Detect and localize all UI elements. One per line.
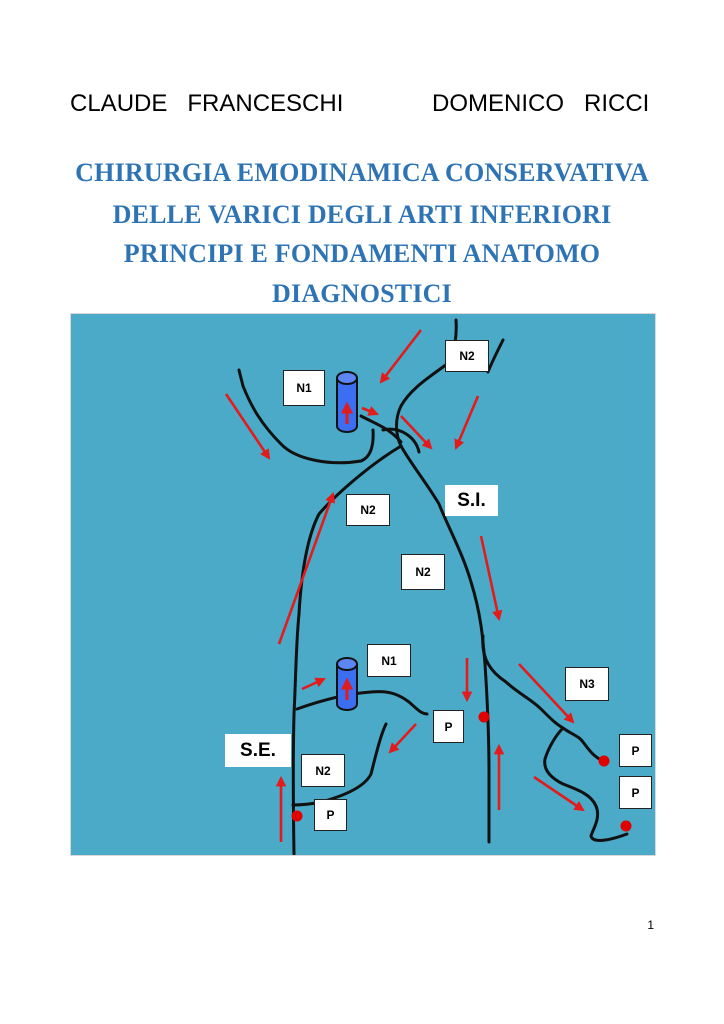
vessel-great-saphenous (399, 444, 491, 844)
vessel-upper-left-loop (237, 368, 375, 465)
flow-arrow (379, 329, 423, 384)
page-number: 1 (647, 918, 654, 932)
flow-arrow (479, 535, 503, 622)
perforator-point (620, 820, 632, 832)
flow-arrow (454, 395, 480, 450)
label-n2-mid: N2 (346, 494, 390, 526)
vessel-lower-right-branch (543, 726, 629, 842)
label-p-right-top: P (619, 734, 652, 767)
label-n2-top: N2 (445, 340, 489, 372)
flow-arrow (388, 723, 417, 754)
book-title-line-3: PRINCIPI E FONDAMENTI ANATOMO (123, 239, 601, 268)
book-title-line-4: DIAGNOSTICI (272, 279, 452, 308)
vessel-low-left-branch (291, 722, 388, 807)
vessel-n3-tributary (481, 634, 605, 763)
flow-arrow (533, 775, 585, 812)
label-n2-low: N2 (301, 754, 345, 787)
flow-arrow (400, 415, 433, 450)
perforator-points (291, 711, 632, 832)
perforator-point (478, 711, 490, 723)
book-title-line-2: DELLE VARICI DEGLI ARTI INFERIORI (112, 200, 612, 229)
book-title-line-1: CHIRURGIA EMODINAMICA CONSERVATIVA (75, 158, 649, 187)
valve-cylinder-top (336, 371, 358, 433)
label-p-right-bottom: P (619, 776, 652, 809)
vessel-small-saphenous (291, 444, 403, 855)
perforator-point (291, 810, 303, 822)
vessel-p-branch (295, 690, 429, 716)
author-right: DOMENICO RICCI (432, 90, 650, 117)
label-n1-bottom: N1 (367, 644, 411, 677)
author-left: CLAUDE FRANCESCHI (70, 90, 344, 117)
flow-arrows (224, 329, 585, 842)
diagram-background (71, 314, 655, 855)
perforator-point (598, 755, 610, 767)
flow-arrow (518, 663, 575, 724)
venous-diagram-svg (71, 314, 655, 855)
label-p-center: P (433, 710, 464, 743)
flow-arrow (224, 393, 271, 460)
flow-arrow (361, 406, 379, 416)
venous-diagram: N1 N2 N2 S.I. N2 N1 N3 P S.E. N2 P P P (70, 313, 656, 856)
label-n2-center: N2 (401, 554, 445, 590)
label-se: S.E. (225, 734, 291, 767)
flow-arrow (301, 677, 326, 691)
flow-arrow (277, 492, 336, 645)
label-n3: N3 (565, 667, 609, 701)
label-p-low: P (314, 799, 347, 831)
label-si: S.I. (445, 485, 498, 516)
valve-cylinder-bottom (336, 657, 358, 711)
label-n1-top: N1 (283, 370, 325, 406)
vessel-junction-branch (381, 427, 421, 454)
